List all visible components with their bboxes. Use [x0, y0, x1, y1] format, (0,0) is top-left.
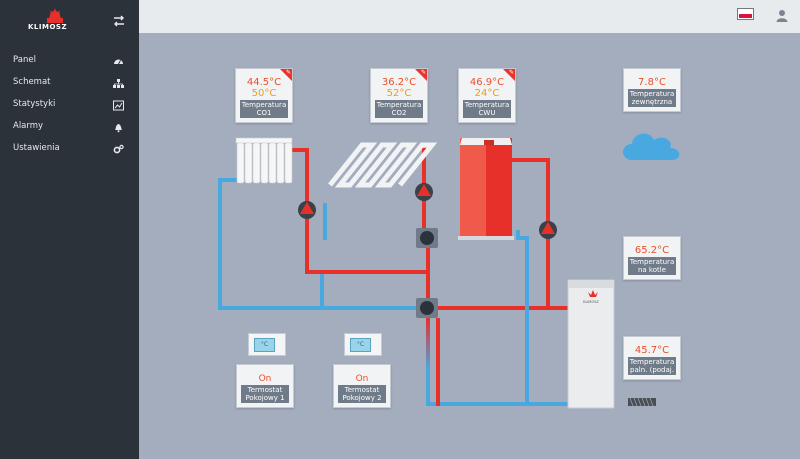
boiler-brand: KLIMOSZ — [583, 300, 599, 304]
temp-setpoint: 52°C — [386, 88, 412, 99]
temp-current: 45.7°C — [634, 345, 670, 356]
temp-current: 7.8°C — [638, 77, 666, 88]
temp-card-outside: 7.8°C Temperatura zewnętrzna — [623, 68, 681, 112]
user-icon[interactable] — [776, 9, 788, 22]
thermostat-device-icon[interactable]: °C — [344, 333, 382, 356]
cloud-icon — [623, 133, 680, 160]
swap-arrows-icon[interactable] — [112, 14, 126, 28]
klimosz-logo[interactable] — [30, 6, 80, 36]
temp-label: Temperatura CO2 — [375, 100, 423, 118]
sidebar: KLIMOSZ Panel Schemat Statystyki Alarmy … — [0, 0, 139, 459]
cogs-icon — [113, 144, 124, 154]
pump-icon — [539, 221, 557, 239]
sidebar-item-label: Panel — [13, 55, 36, 65]
temp-card-co1[interactable]: ✎ 44.5°C 50°C Temperatura CO1 — [235, 68, 293, 123]
thermostat-device-icon[interactable]: °C — [248, 333, 286, 356]
sidebar-item-statystyki[interactable]: Statystyki — [0, 96, 139, 116]
temp-setpoint: 24°C — [474, 88, 500, 99]
sidebar-item-label: Alarmy — [13, 121, 44, 131]
temp-label: Temperatura na kotle — [628, 257, 676, 275]
thermostat-card-2[interactable]: On Termostat Pokojowy 2 — [333, 364, 391, 408]
radiator-icon — [235, 137, 293, 184]
temp-current: 36.2°C — [381, 77, 417, 88]
temp-label: Temperatura paln. (podaj. — [628, 357, 676, 375]
thermostat-label: Termostat Pokojowy 1 — [241, 385, 289, 403]
sidebar-item-ustawienia[interactable]: Ustawienia — [0, 140, 139, 160]
temp-current: 46.9°C — [469, 77, 505, 88]
sitemap-icon — [113, 79, 124, 88]
pump-icon — [298, 201, 316, 219]
language-flag-icon[interactable] — [737, 8, 754, 20]
thermostat-state: On — [355, 374, 369, 384]
thermostat-card-1[interactable]: On Termostat Pokojowy 1 — [236, 364, 294, 408]
gauge-icon — [114, 59, 123, 65]
thermostat-label: Termostat Pokojowy 2 — [338, 385, 386, 403]
temp-card-co2[interactable]: ✎ 36.2°C 52°C Temperatura CO2 — [370, 68, 428, 123]
chart-icon — [113, 100, 124, 111]
thermostat-state: On — [258, 374, 272, 384]
sidebar-item-panel[interactable]: Panel — [0, 52, 139, 72]
mixing-valve-icon — [416, 298, 438, 318]
brand-name: KLIMOSZ — [28, 23, 68, 31]
sidebar-item-label: Ustawienia — [13, 143, 60, 153]
top-bar — [139, 0, 800, 33]
temp-card-burner: 45.7°C Temperatura paln. (podaj. — [623, 336, 681, 380]
sidebar-item-schemat[interactable]: Schemat — [0, 74, 139, 94]
sidebar-item-label: Statystyki — [13, 99, 56, 109]
temp-current: 44.5°C — [246, 77, 282, 88]
temp-label: Temperatura zewnętrzna — [628, 89, 676, 107]
temp-label: Temperatura CWU — [463, 100, 511, 118]
temp-current: 65.2°C — [634, 245, 670, 256]
temp-setpoint: 50°C — [251, 88, 277, 99]
sidebar-item-label: Schemat — [13, 77, 51, 87]
sidebar-item-alarmy[interactable]: Alarmy — [0, 118, 139, 138]
bell-icon — [115, 124, 122, 133]
temp-label: Temperatura CO1 — [240, 100, 288, 118]
screw-feeder-icon — [628, 397, 656, 407]
pump-icon — [415, 183, 433, 201]
temp-card-cwu[interactable]: ✎ 46.9°C 24°C Temperatura CWU — [458, 68, 516, 123]
temp-card-boiler: 65.2°C Temperatura na kotle — [623, 236, 681, 280]
floor-heating-coil-icon — [328, 142, 438, 188]
mixing-valve-icon — [416, 228, 438, 248]
water-tank-icon — [458, 138, 514, 240]
boiler-icon: KLIMOSZ — [567, 279, 615, 409]
